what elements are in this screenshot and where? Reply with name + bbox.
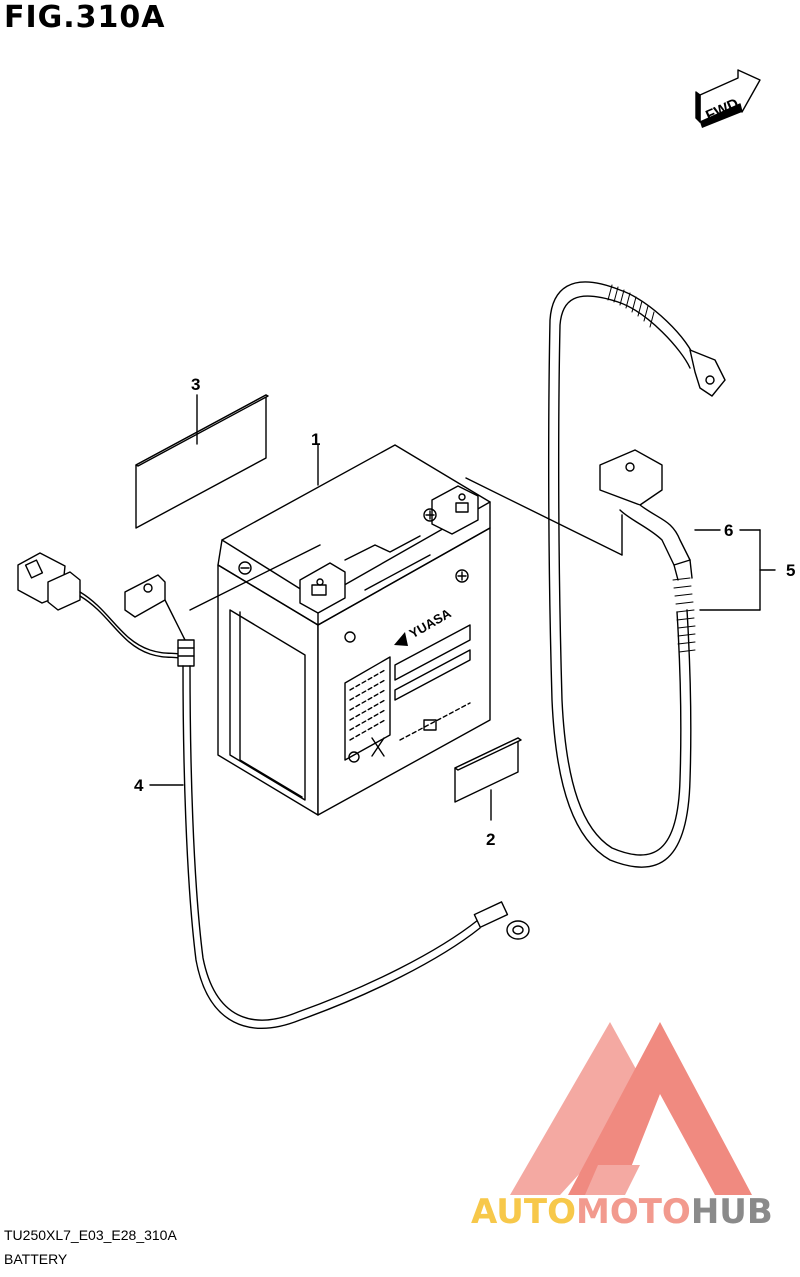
page-title: FIG.310A [4,0,166,35]
positive-cable-part-5 [317,281,776,868]
callout-4: 4 [134,776,144,795]
model-code: TU250XL7_E03_E28_310A [4,1227,177,1243]
callout-5: 5 [786,561,795,580]
callout-1: 1 [311,430,320,449]
watermark-hub: HUB [690,1192,773,1232]
battery-part-1: YUASA [217,444,491,816]
callout-2: 2 [486,830,495,849]
negative-cable-part-4 [17,544,530,1029]
pad-part-2 [454,737,522,821]
watermark-moto: MOTO [575,1192,691,1232]
watermark-text: AUTOMOTOHUB [471,1192,773,1232]
callout-6: 6 [724,521,733,540]
callout-3: 3 [191,375,200,394]
terminal-cap-part-6 [599,449,693,581]
watermark-auto: AUTO [471,1192,576,1232]
pad-part-3 [135,394,269,529]
section-name: BATTERY [4,1251,68,1267]
watermark-logo [510,1022,752,1195]
fwd-arrow-icon: FWD [695,69,761,128]
